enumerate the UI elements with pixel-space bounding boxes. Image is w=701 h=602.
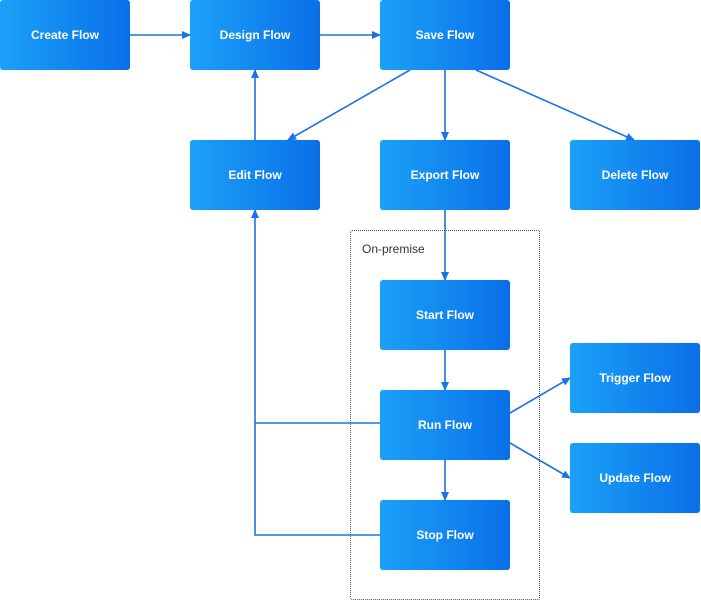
run-flow-node[interactable]: Run Flow xyxy=(380,390,510,460)
create-flow-node[interactable]: Create Flow xyxy=(0,0,130,70)
edge-save-to-delete xyxy=(475,69,635,141)
start-flow-node[interactable]: Start Flow xyxy=(380,280,510,350)
delete-flow-node[interactable]: Delete Flow xyxy=(570,140,700,210)
on-premise-label: On-premise xyxy=(362,242,425,256)
update-flow-node[interactable]: Update Flow xyxy=(570,443,700,513)
trigger-flow-node[interactable]: Trigger Flow xyxy=(570,343,700,413)
save-flow-node[interactable]: Save Flow xyxy=(380,0,510,70)
edge-run-to-update xyxy=(509,442,571,479)
edge-run-to-trigger xyxy=(509,377,571,414)
edit-flow-node[interactable]: Edit Flow xyxy=(190,140,320,210)
edge-save-to-edit xyxy=(287,69,411,141)
on-premise-region xyxy=(350,230,540,600)
stop-flow-node[interactable]: Stop Flow xyxy=(380,500,510,570)
export-flow-node[interactable]: Export Flow xyxy=(380,140,510,210)
edge-layer xyxy=(130,31,635,536)
design-flow-node[interactable]: Design Flow xyxy=(190,0,320,70)
edge-stop-to-edit xyxy=(251,209,380,536)
